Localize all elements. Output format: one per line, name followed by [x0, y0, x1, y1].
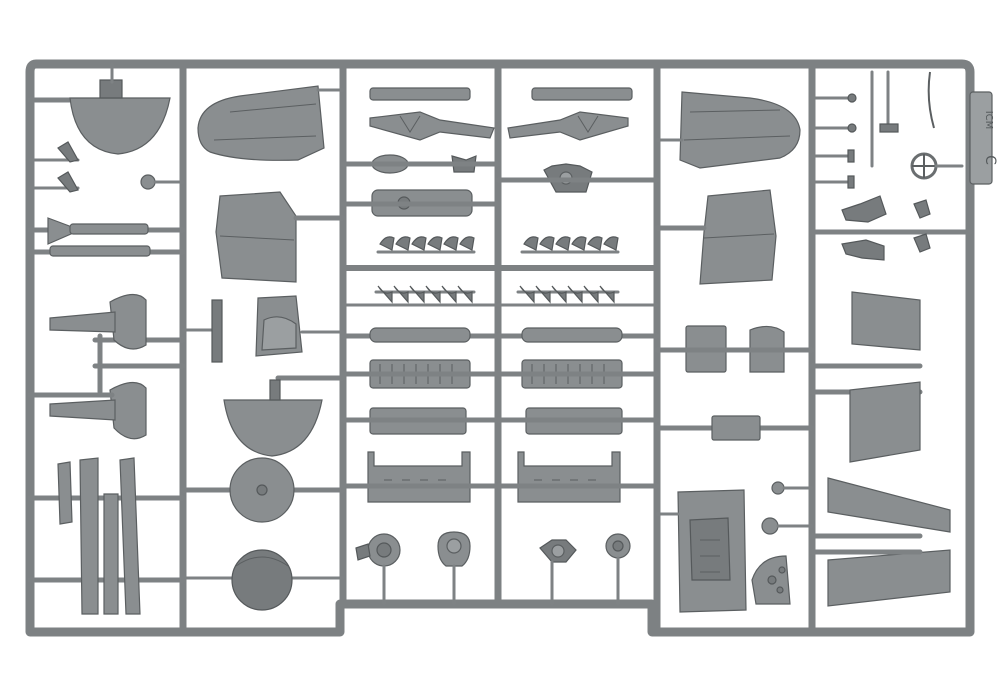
part-strut-c [49, 245, 151, 257]
part-bar-3 [103, 493, 119, 615]
part-fork-arm-lower [49, 399, 116, 421]
part-rail-right [531, 87, 633, 101]
sprue-frame [25, 59, 975, 637]
part-tab-vertical [211, 299, 223, 363]
sprue-tag: ICM C [969, 91, 998, 185]
part-exhaust-row-3 [520, 236, 620, 254]
part-fork-lower [109, 381, 147, 440]
part-fork-arm-upper [49, 311, 116, 333]
part-block-bar [711, 415, 761, 441]
part-rail-left [369, 87, 471, 101]
part-rudder-right [699, 189, 777, 285]
part-ring-small [140, 174, 156, 190]
column-5-parts [654, 91, 815, 613]
part-tray-right [517, 451, 621, 503]
part-bar-2 [79, 457, 99, 615]
part-strut-a [47, 217, 82, 245]
part-bracket-left [369, 111, 495, 141]
part-exhaust-row-4 [516, 285, 620, 304]
column-1-parts [27, 62, 186, 615]
part-aileron-upper [827, 477, 951, 533]
part-clip-1 [57, 141, 79, 163]
sprue-tag-letter: C [982, 155, 998, 165]
column-4-parts [495, 87, 660, 606]
part-fairing-upper [69, 97, 171, 155]
column-3-parts [340, 87, 501, 606]
part-bracket-right [507, 111, 629, 141]
part-exhaust-row-2 [374, 285, 476, 304]
part-clip-2 [57, 171, 79, 193]
part-flap-upper [851, 291, 921, 351]
part-fork-upper [109, 293, 147, 350]
part-cylinder-left [369, 327, 471, 343]
part-aileron-lower [827, 549, 951, 607]
part-pedal-2 [841, 239, 885, 261]
part-rudder [215, 191, 297, 283]
part-exhaust-row-1 [376, 236, 476, 254]
sprue-tag-brand: ICM [983, 111, 994, 130]
part-tailplane-left [197, 85, 325, 161]
part-sphere [231, 549, 293, 611]
part-bar-4 [119, 457, 141, 615]
column-2-parts [180, 85, 346, 611]
part-tailplane-right [679, 91, 801, 169]
part-fairing-middle [223, 399, 323, 457]
part-flap-lower [849, 381, 921, 463]
part-strut-b [69, 223, 149, 235]
part-bar-1 [57, 461, 73, 525]
part-cylinder-right [521, 327, 623, 343]
part-pedal-1 [841, 195, 887, 223]
part-tray-left [367, 451, 471, 503]
column-6-parts [809, 70, 973, 607]
